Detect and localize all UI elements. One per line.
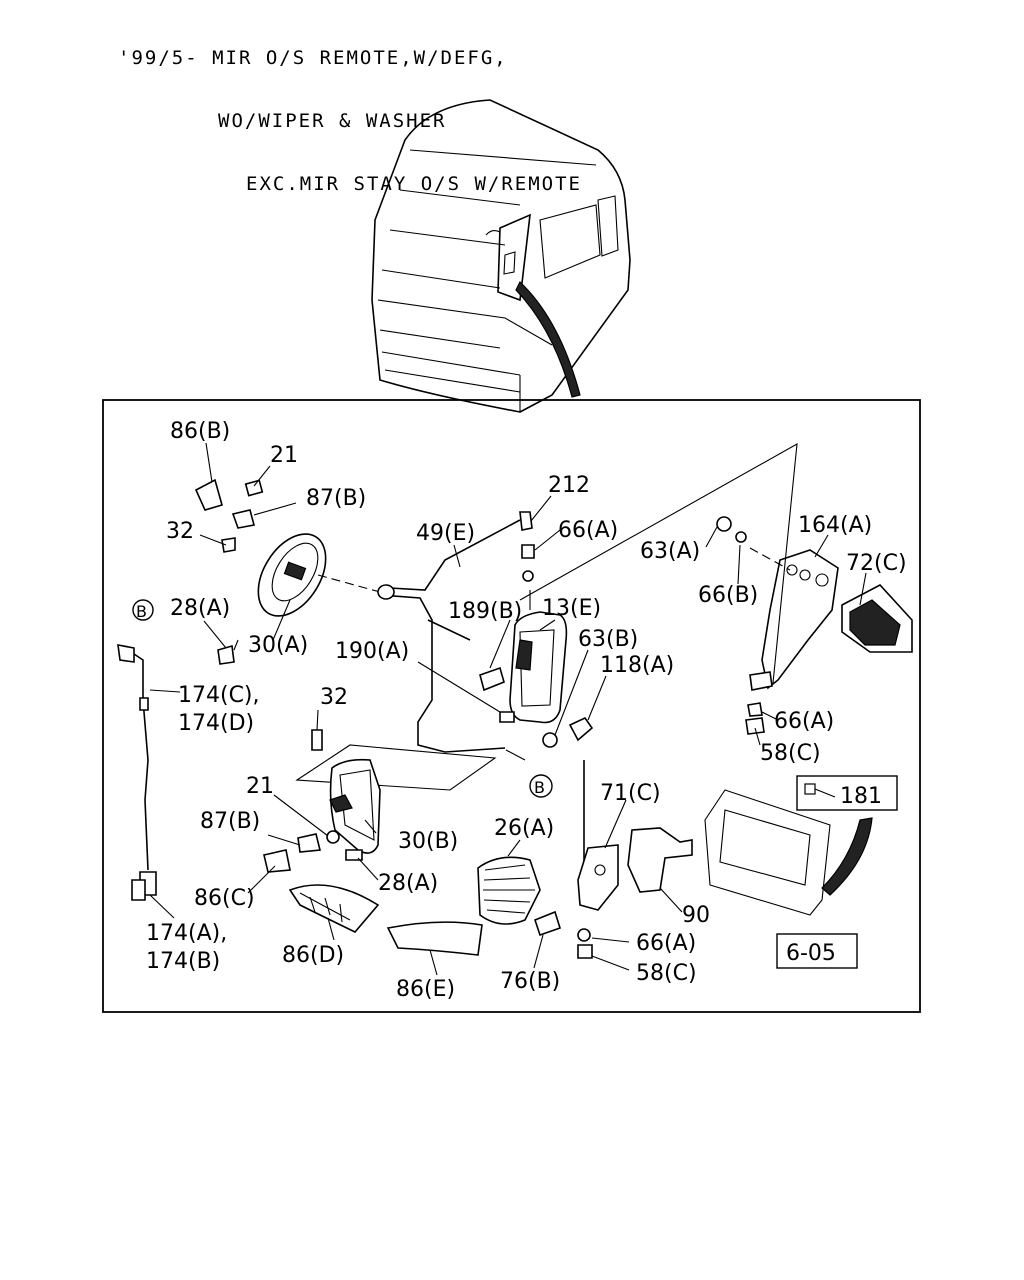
callout-28A-lower: 28(A) xyxy=(378,871,438,896)
callout-174D: 174(D) xyxy=(178,711,254,736)
lower-brackets xyxy=(534,760,873,959)
connector-b-label: B xyxy=(136,602,147,621)
callout-87B: 87(B) xyxy=(306,486,366,511)
callout-49E: 49(E) xyxy=(416,521,475,546)
callout-labels: 86(B) 21 87(B) 32 28(A) 30(A) B 174(C), … xyxy=(132,419,907,1002)
truck-cab-illustration xyxy=(371,99,631,413)
connector-b-marker xyxy=(132,599,154,621)
callout-66A-lower: 66(A) xyxy=(636,931,696,956)
ref-605-box xyxy=(776,933,858,969)
callout-71C: 71(C) xyxy=(600,781,661,806)
callout-26A: 26(A) xyxy=(494,816,554,841)
callout-87B-lower: 87(B) xyxy=(200,809,260,834)
callout-181: 181 xyxy=(840,784,882,809)
callout-21: 21 xyxy=(270,443,298,468)
mirror-covers xyxy=(288,856,541,956)
callout-189B: 189(B) xyxy=(448,599,522,624)
title-line-1: '99/5- MIR O/S REMOTE,W/DEFG, xyxy=(118,47,508,69)
mirror-stay-bar xyxy=(377,511,535,753)
title-line-3: EXC.MIR STAY O/S W/REMOTE xyxy=(246,173,582,195)
callout-6-05: 6-05 xyxy=(786,941,836,966)
callout-212: 212 xyxy=(548,473,590,498)
callout-118A: 118(A) xyxy=(600,653,674,678)
callout-13E: 13(E) xyxy=(542,596,601,621)
connector-b-marker-lower xyxy=(529,774,553,798)
main-mirror xyxy=(479,611,594,748)
callout-21-lower: 21 xyxy=(246,774,274,799)
callout-86D: 86(D) xyxy=(282,943,344,968)
callout-190A: 190(A) xyxy=(335,639,409,664)
detail-frame xyxy=(102,399,921,1013)
under-mirror-assembly xyxy=(194,478,381,665)
diagram-title: '99/5- MIR O/S REMOTE,W/DEFG, WO/WIPER &… xyxy=(118,6,582,216)
callout-63B: 63(B) xyxy=(578,627,638,652)
callout-30A: 30(A) xyxy=(248,633,308,658)
callout-86B: 86(B) xyxy=(170,419,230,444)
callout-32: 32 xyxy=(166,519,194,544)
callout-58C-right: 58(C) xyxy=(760,741,821,766)
callout-174A: 174(A), xyxy=(146,921,227,946)
title-line-2: WO/WIPER & WASHER xyxy=(218,110,447,132)
ref-181-icon xyxy=(804,783,816,795)
callout-30B: 30(B) xyxy=(398,829,458,854)
callout-174B: 174(B) xyxy=(146,949,220,974)
callout-86E: 86(E) xyxy=(396,977,455,1002)
lower-mirror-assembly xyxy=(263,729,497,873)
callout-28A: 28(A) xyxy=(170,596,230,621)
callout-90: 90 xyxy=(682,903,710,928)
callout-174C: 174(C), xyxy=(178,683,260,708)
mirror-stay-bracket xyxy=(519,443,913,735)
callout-66B: 66(B) xyxy=(698,583,758,608)
callout-63A: 63(A) xyxy=(640,539,700,564)
leader-lines xyxy=(149,442,867,976)
callout-66A-upper: 66(A) xyxy=(558,518,618,543)
callout-72C: 72(C) xyxy=(846,551,907,576)
callout-66A-right: 66(A) xyxy=(774,709,834,734)
callout-32-lower: 32 xyxy=(320,685,348,710)
wire-harness xyxy=(117,644,157,901)
callout-76B: 76(B) xyxy=(500,969,560,994)
callout-86C: 86(C) xyxy=(194,886,255,911)
callout-164A: 164(A) xyxy=(798,513,872,538)
callout-58C-lower: 58(C) xyxy=(636,961,697,986)
connector-b-label-lower: B xyxy=(534,778,545,797)
